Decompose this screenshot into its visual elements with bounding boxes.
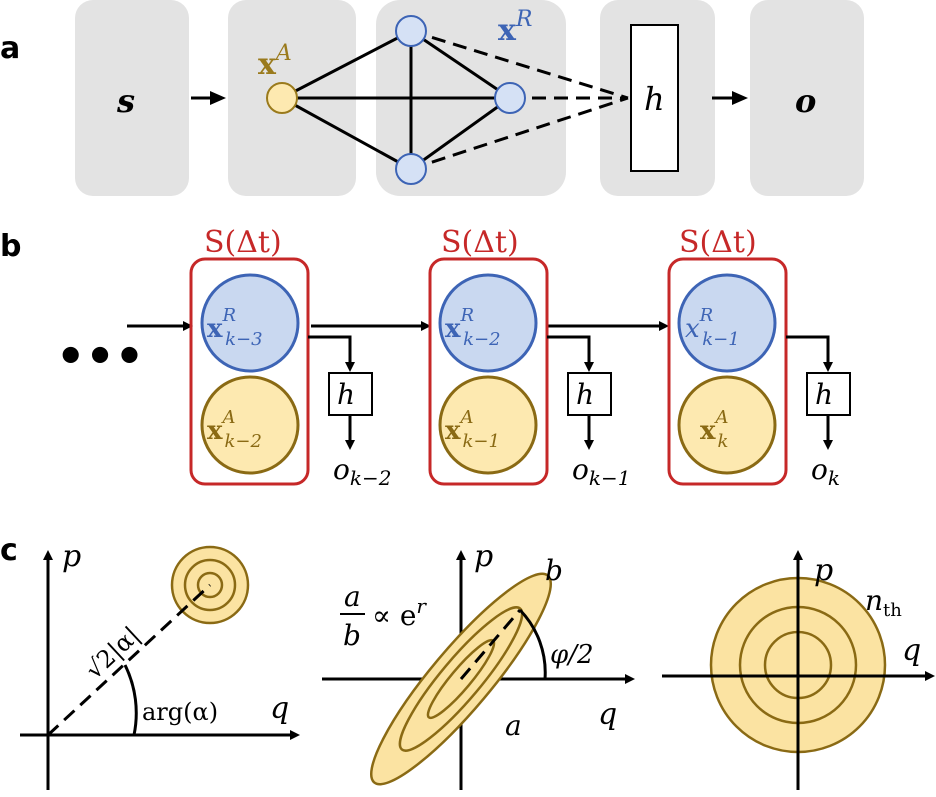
cell-1-title: S(Δt) xyxy=(204,225,282,260)
cell-1-reservoir-node xyxy=(200,273,300,373)
cell-1-h-label: h xyxy=(337,378,355,411)
output-box xyxy=(750,0,864,196)
cell-3-title: S(Δt) xyxy=(679,225,757,260)
cell-2-atom-node xyxy=(438,375,538,475)
cell-2-to-h-arrow xyxy=(547,335,594,372)
squeezed-a-label: a xyxy=(505,709,522,742)
cell-3-h-box xyxy=(806,372,851,416)
output-label: o xyxy=(795,82,816,120)
cell-3-to-h-arrow xyxy=(786,335,833,372)
cell-2-output-label: ok−1 xyxy=(572,453,630,490)
cell-1-atom-node xyxy=(200,375,300,475)
panel-c: c p q arg(α) √2|α| p q φ/2 xyxy=(0,533,935,790)
reservoir-node-bottom xyxy=(395,153,427,185)
xR-label: xR xyxy=(498,7,532,48)
xA-label: xA xyxy=(258,41,292,82)
squeezed-ratio-den: b xyxy=(343,619,361,652)
squeezed-angle-label: φ/2 xyxy=(550,640,594,670)
thermal-p-label: p xyxy=(814,553,833,588)
squeezed-ratio-num: a xyxy=(344,580,361,613)
panel-a-letter: a xyxy=(0,31,20,66)
cell-1-frame xyxy=(189,257,310,486)
edge-xA-top xyxy=(281,29,412,100)
readout-edge-top xyxy=(410,29,629,100)
cell-3-output-label: ok xyxy=(811,453,840,490)
cell-3-atom-node xyxy=(677,375,777,475)
cell-3-h-label: h xyxy=(815,378,833,411)
cell-3-reservoir-node xyxy=(677,273,777,373)
input-label: s xyxy=(116,82,135,120)
squeezed-mid-contour xyxy=(398,606,524,752)
reservoir-node-top xyxy=(395,15,427,47)
squeezed-ratio-relation: ∝ er xyxy=(372,594,427,632)
input-box xyxy=(75,0,189,196)
squeezed-state-plot: p q φ/2 b a a b ∝ er xyxy=(322,539,635,790)
coherent-displacement-line xyxy=(46,583,212,737)
coherent-angle-label: arg(α) xyxy=(142,698,218,726)
cell-2-reservoir-node xyxy=(438,273,538,373)
cell-2-h-label: h xyxy=(576,378,594,411)
coherent-inner-contour xyxy=(196,571,224,599)
readout-label: h xyxy=(644,80,665,118)
cell-2-h-box xyxy=(567,372,612,416)
panel-c-letter: c xyxy=(0,533,18,568)
edge-top-right xyxy=(410,29,511,100)
squeezed-p-label: p xyxy=(474,539,493,574)
squeezed-angle-arc xyxy=(518,608,547,680)
thermal-q-label: q xyxy=(902,633,921,668)
cell-2-title: S(Δt) xyxy=(441,225,519,260)
edge-bottom-right xyxy=(410,96,511,171)
cell-3-frame xyxy=(667,257,788,486)
cell-1-to-h-arrow xyxy=(308,335,355,372)
coherent-p-label: p xyxy=(62,539,81,574)
reservoir-node-right xyxy=(494,82,526,114)
readout-edge-bottom xyxy=(410,96,629,171)
panel-b-letter: b xyxy=(0,229,21,264)
ellipsis: ••• xyxy=(56,329,144,383)
edge-xA-bottom xyxy=(281,96,412,171)
atom-node xyxy=(266,82,298,114)
coherent-q-label: q xyxy=(270,691,289,726)
readout-rect xyxy=(630,24,679,172)
coherent-angle-arc xyxy=(123,664,138,736)
thermal-n-label: nth xyxy=(865,584,902,621)
cell-1-h-box xyxy=(328,372,373,416)
squeezed-b-label: b xyxy=(545,554,563,587)
panel-a: a s xA xR h o xyxy=(0,0,864,196)
coherent-mid-contour xyxy=(183,558,237,612)
cell-1-output-label: ok−2 xyxy=(333,453,391,490)
thermal-state-plot: p q nth xyxy=(662,550,935,790)
squeezed-major-axis-line xyxy=(459,609,522,680)
cell-2-frame xyxy=(428,257,549,486)
coherent-state-plot: p q arg(α) √2|α| xyxy=(20,539,300,790)
squeezed-q-label: q xyxy=(598,697,617,732)
